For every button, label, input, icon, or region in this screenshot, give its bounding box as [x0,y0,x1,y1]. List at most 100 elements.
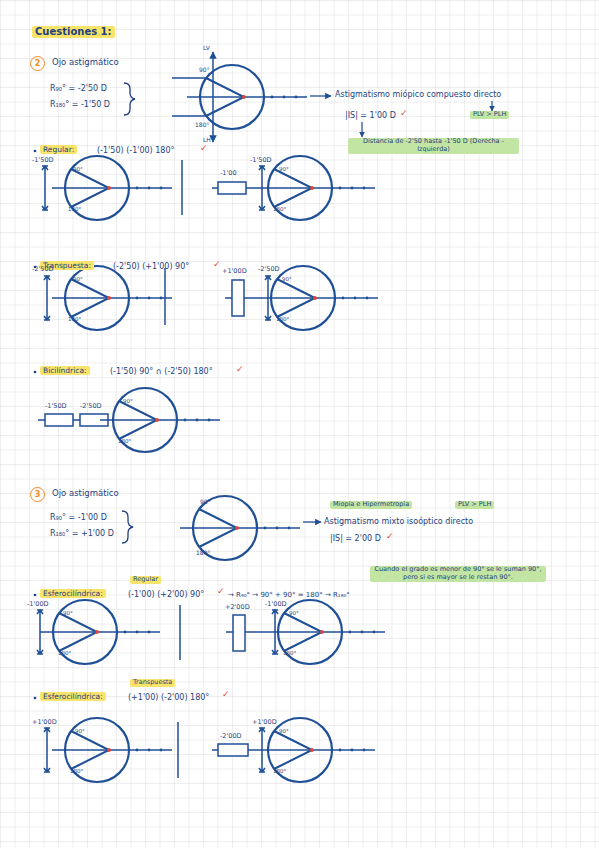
node-text: Regular: [43,145,74,154]
note-text: 180° [276,316,289,323]
brace [124,83,135,115]
meridian-line [212,52,214,142]
node-text: Esferocilíndrica: [43,589,103,598]
cylinder-lens [232,280,244,316]
check-mark: ✓ [217,586,225,597]
node-text: PLV > PLH [473,111,506,119]
eye-symbol [255,156,375,220]
note-text: 180° [195,121,209,128]
highlight-note: Miopía e Hipermetropía [330,501,412,509]
note-text: 90° [123,398,133,405]
check-mark: ✓ [200,143,208,154]
node-text: Esferocilíndrica: [43,692,103,701]
note-text: -1'00 [220,170,237,178]
divider [177,722,179,778]
note-text: (-1'00) (+2'00) 90° [128,590,204,600]
note-text: 90° [289,610,299,617]
bullet [34,150,37,153]
note-text: Astigmatismo miópico compuesto directo [335,90,501,100]
check-mark: ✓ [400,108,408,119]
divider [164,268,166,325]
arrow [310,95,331,96]
cylinder-lens [45,414,73,426]
note-text: (+1'00) (-2'00) 180° [128,693,209,703]
note-text: 90° [73,276,83,283]
note-text: -1'00D [27,601,49,609]
cylinder-lens [233,615,245,651]
lens-symbol [44,276,50,320]
question-number: 2 [30,56,45,71]
eye-symbol [52,156,172,220]
lens-symbol [44,728,50,772]
note-text: 180° [196,549,210,556]
eye-symbol [100,388,220,452]
note-text: |IS| = 2'00 D [330,534,381,544]
node-text: Distancia de -2'50 hasta -1'50 D (Derech… [351,138,516,154]
bullet [34,697,37,700]
note-text: +2'00D [225,604,250,612]
highlight-heading: Bicilíndrica: [40,366,90,375]
highlight-note: PLV > PLH [470,111,509,119]
eye-symbol [187,65,307,129]
check-mark: ✓ [236,364,244,375]
cylinder-lens [218,744,248,756]
note-text: -2'00D [220,733,242,741]
note-text: 90° [279,166,289,173]
note-text: LV [203,44,210,51]
check-mark: ✓ [222,689,230,700]
note-text: R₉₀° = -1'00 D [50,513,107,523]
node-text: Bicilíndrica: [43,366,87,375]
node-text: 2 [35,59,41,69]
note-text: 90° [200,498,211,505]
note-text: 90° [282,276,292,283]
ray-line [172,115,206,117]
note-text: +1'00D [252,719,277,727]
eye-symbol [52,718,172,782]
note-text: (-2'50) (+1'00) 90° [113,262,189,272]
check-mark: ✓ [386,531,394,542]
note-text: 180° [58,650,71,657]
check-mark: ✓ [213,259,221,270]
note-text: R₁₈₀° = +1'00 D [50,529,114,539]
node-text: Transpuesta [133,679,172,687]
note-text: 180° [273,206,286,213]
note-text: 180° [273,768,286,775]
eye-symbol [180,496,300,560]
note-text: (-1'50) (-1'00) 180° [97,146,175,156]
highlight-tag: Regular [130,576,161,584]
highlight-heading: Regular: [40,145,77,154]
cylinder-lens [218,182,246,194]
note-text: 180° [283,650,296,657]
note-text: -2'50D [80,403,102,411]
note-text: -1'50D [32,157,54,165]
note-text: 90° [63,610,73,617]
bullet [34,371,37,374]
ray-line [172,77,206,79]
note-text: 90° [199,66,210,73]
note-text: 180° [118,438,131,445]
arrow [303,521,321,522]
note-text: 90° [279,728,289,735]
node-text: PLV > PLH [458,501,491,509]
note-text: 180° [68,206,81,213]
bullet [34,594,37,597]
note-text: → R₉₀° → 90° + 90° = 180° → R₁₈₀° [228,591,350,599]
highlight-heading: Esferocilíndrica: [40,692,106,701]
eye-symbol [40,600,160,664]
note-text: -1'50D [45,403,67,411]
highlight-note: Distancia de -2'50 hasta -1'50 D (Derech… [348,138,519,154]
note-text: -2'50D [32,266,54,274]
eye-symbol [258,266,378,330]
note-text: (-1'50) 90° ∩ (-2'50) 180° [110,367,213,377]
note-text: +1'00D [222,268,247,276]
divider [179,605,181,660]
highlight-heading: Esferocilíndrica: [40,589,106,598]
divider [181,160,183,215]
note-text: 90° [73,166,83,173]
note-text: 90° [75,728,85,735]
node-text: 3 [35,490,41,500]
question-number: 3 [30,487,45,502]
eye-symbol [255,718,375,782]
